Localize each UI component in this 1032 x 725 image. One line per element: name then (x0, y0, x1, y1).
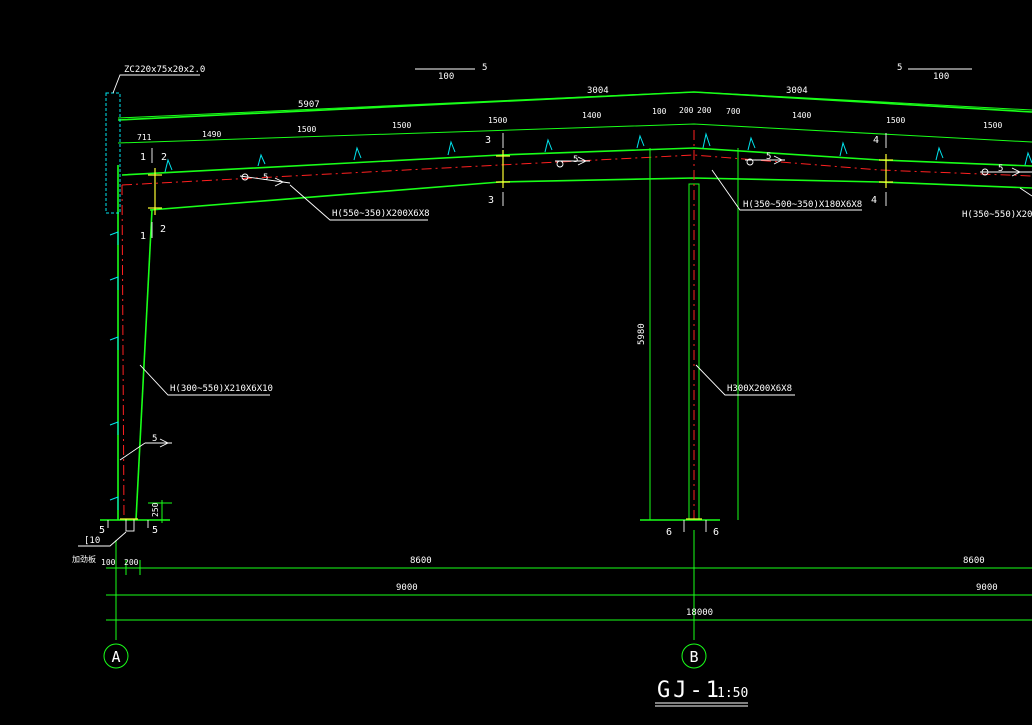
weld-size-2: 5 (573, 155, 578, 165)
dim-top-100-center: 100 (652, 107, 667, 116)
dim-top-3004-left: 3004 (587, 86, 609, 96)
dim-top-1400-right: 1400 (792, 111, 811, 120)
purlin-cleats (164, 132, 1032, 173)
dim-bottom-18000: 18000 (686, 608, 713, 618)
column-middle-label: H300X200X6X8 (727, 384, 792, 394)
section-mark-3-top: 3 (485, 135, 491, 146)
axis-bubble-a (103, 643, 129, 669)
dim-top-1400-left: 1400 (582, 111, 601, 120)
base-channel-label: [10 (84, 536, 100, 546)
section-mark-5-left: 5 (99, 525, 105, 536)
weld-symbols (119, 68, 1032, 461)
rafter-middle-label: H(350~500~350)X180X6X8 (743, 200, 862, 210)
weld-size-5: 5 (152, 434, 157, 444)
weld-size-3: 5 (766, 152, 771, 162)
dim-top-700: 700 (726, 107, 741, 116)
dim-vertical-5980: 5980 (637, 323, 647, 345)
purlin-label: ZC220x75x20x2.0 (124, 65, 205, 75)
rafter-splice-3 (496, 150, 510, 188)
purlin-line (117, 123, 1032, 144)
axis-bubble-b (681, 643, 707, 669)
drawing-scale: 1:50 (717, 686, 748, 701)
section-mark-1-top: 1 (140, 152, 146, 163)
dim-top-200-a: 200 (679, 106, 694, 115)
dim-top-1500-c: 1500 (488, 116, 507, 125)
rafter-splice-left (148, 168, 162, 215)
section-mark-2-top: 2 (161, 152, 167, 163)
weld-size-top-right: 5 (897, 63, 902, 73)
dim-bottom-200: 200 (124, 558, 139, 567)
axis-label-a: A (111, 648, 120, 666)
rafter-left-label: H(550~350)X200X6X8 (332, 209, 430, 219)
weld-size-4: 5 (998, 164, 1003, 174)
left-column-inner-flange (135, 209, 153, 521)
left-column-centerline (121, 184, 125, 521)
axis-label-b: B (689, 648, 698, 666)
section-cut-lines (107, 133, 887, 532)
leader-lines (78, 74, 1032, 547)
bottom-dimension-lines (106, 560, 1032, 625)
section-mark-4-bottom: 4 (871, 195, 877, 206)
wall-girts (109, 231, 119, 510)
dim-top-1500-b: 1500 (392, 121, 411, 130)
weld-size-1: 5 (263, 173, 268, 183)
section-mark-3-bottom: 3 (488, 195, 494, 206)
section-mark-5-right: 5 (152, 525, 158, 536)
dim-bottom-9000-left: 9000 (396, 583, 418, 593)
dim-bottom-8600-left: 8600 (410, 556, 432, 566)
dim-top-100-left: 100 (438, 72, 454, 82)
base-note-label: 加劲板 (72, 554, 96, 564)
dim-top-1500-a: 1500 (297, 125, 316, 134)
dim-vertical-250: 250 (151, 502, 160, 517)
base-height-dim (148, 500, 172, 523)
drawing-title: GJ-1 (657, 678, 722, 703)
dim-top-200-b: 200 (697, 106, 712, 115)
dim-top-1500-d: 1500 (886, 116, 905, 125)
column-left-label: H(300~550)X210X6X10 (170, 384, 273, 394)
dim-top-100-right: 100 (933, 72, 949, 82)
dim-bottom-8600-right: 8600 (963, 556, 985, 566)
dim-bottom-9000-right: 9000 (976, 583, 998, 593)
rafter-splice-4 (879, 154, 893, 188)
top-dimension-lines (117, 91, 1032, 119)
section-mark-2-bottom: 2 (160, 224, 166, 235)
section-mark-4-top: 4 (873, 135, 879, 146)
rafter-top-flange (121, 147, 1032, 176)
dim-top-711: 711 (137, 133, 152, 142)
dim-bottom-100: 100 (101, 558, 116, 567)
dim-top-1490: 1490 (202, 130, 221, 139)
dim-top-1500-e: 1500 (983, 121, 1002, 130)
rafter-right-label: H(350~550)X200X6X8 (962, 210, 1032, 220)
section-mark-6-right: 6 (713, 527, 719, 538)
section-mark-1-bottom: 1 (140, 231, 146, 242)
weld-size-top-left: 5 (482, 63, 487, 73)
dim-top-3004-right: 3004 (786, 86, 808, 96)
dim-top-5907: 5907 (298, 100, 320, 110)
section-mark-6-left: 6 (666, 527, 672, 538)
